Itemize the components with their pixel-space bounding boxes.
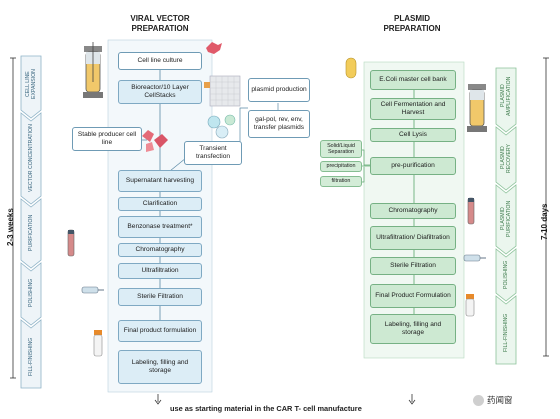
plasmid-vial-icon (465, 294, 475, 317)
phase-plasmid-amplification: PLASMID AMPLIFICATION (500, 76, 512, 116)
watermark: 药闻窗 (473, 394, 513, 407)
viral-title: VIRAL VECTOR PREPARATION (100, 14, 220, 34)
step-ecoli-master-cell-bank: E.Coli master cell bank (370, 70, 456, 90)
step-plasmid-labeling-filling-storage: Labeling, filling and storage (370, 314, 456, 344)
plasmid-duration: 7-10 days (540, 203, 549, 240)
plasmid-title-line1: PLASMID (394, 14, 430, 23)
step-solid-liquid-separation: Solid/Liquid Separation (320, 140, 362, 158)
ecoli-icon (345, 57, 357, 79)
plasmid-filter-icon (463, 254, 486, 262)
step-ultrafiltration: Ultrafiltration (118, 263, 202, 279)
phase-plasmid-purification: PLASMID PURIFICATION (500, 200, 512, 238)
viral-title-line1: VIRAL VECTOR (130, 14, 190, 23)
cellstack-icon (204, 75, 241, 107)
fermenter-icon (467, 84, 487, 132)
phase-polishing: POLISHING (28, 278, 34, 308)
viral-duration: 2-3 weeks (6, 208, 15, 246)
plasmid-title: PLASMID PREPARATION (352, 14, 472, 34)
step-sterile-filtration: Sterile Filtration (118, 288, 202, 306)
step-chromatography: Chromatography (118, 243, 202, 257)
watermark-text: 药闻窗 (487, 395, 513, 405)
syringe-filter-icon (81, 286, 104, 294)
step-transfer-plasmids: gal-pol, rev, env, transfer plasmids (248, 110, 310, 138)
plasmid-column-icon (467, 197, 475, 225)
step-filtration: filtration (320, 176, 362, 187)
step-labeling-filling-storage: Labeling, filling and storage (118, 350, 202, 384)
phase-plasmid-polishing: POLISHING (503, 260, 509, 290)
step-ultrafiltration-diafiltration: Ultrafiltration/ Diafiltration (370, 226, 456, 250)
step-supernatant-harvesting: Supernatant harvesting (118, 170, 202, 192)
step-bioreactor: Bioreactor/10 Layer CellStacks (118, 80, 202, 104)
producer-cells-icon (142, 130, 168, 152)
step-clarification: Clarification (118, 197, 202, 211)
step-benzonase-treatment: Benzonase treatment* (118, 216, 202, 238)
cell-icon (206, 42, 222, 54)
plasmid-title-line2: PREPARATION (383, 24, 441, 33)
step-plasmid-final-product-formulation: Final Product Formulation (370, 284, 456, 308)
footer-note: use as starting material in the CAR T- c… (170, 404, 362, 413)
step-final-product-formulation: Final product formulation (118, 320, 202, 342)
step-cell-line-culture: Cell line culture (118, 52, 202, 70)
viral-title-line2: PREPARATION (131, 24, 189, 33)
wechat-logo-icon (473, 395, 484, 407)
vial-icon (93, 330, 103, 357)
step-plasmid-sterile-filtration: Sterile Filtration (370, 257, 456, 275)
step-stable-producer-cell-line: Stable producer cell line (72, 127, 142, 151)
phase-vector-concentration: VECTOR CONCENTRATION (28, 124, 34, 192)
step-plasmid-production: plasmid production (248, 78, 310, 102)
plasmid-dots-icon (207, 114, 236, 139)
step-transient-transfection: Transient transfection (184, 141, 242, 165)
chromatography-column-icon (67, 229, 75, 257)
step-pre-purification: pre-purification (370, 157, 456, 175)
phase-plasmid-fill-finishing: FILL-FINISHING (503, 313, 509, 353)
bioreactor-icon (83, 42, 103, 98)
phase-plasmid-recovery: PLASMID RECOVERY (500, 143, 512, 173)
phase-fill-finishing: FILL-FINISHING (28, 337, 34, 377)
step-precipitation: precipitation (320, 161, 362, 172)
step-cell-lysis: Cell Lysis (370, 128, 456, 142)
phase-cell-line-expansion: CELL LINE EXPANSION (25, 69, 37, 99)
step-cell-fermentation-harvest: Cell Fermentation and Harvest (370, 98, 456, 120)
phase-purification: PURIFICATION (28, 214, 34, 252)
step-plasmid-chromatography: Chromatography (370, 203, 456, 219)
